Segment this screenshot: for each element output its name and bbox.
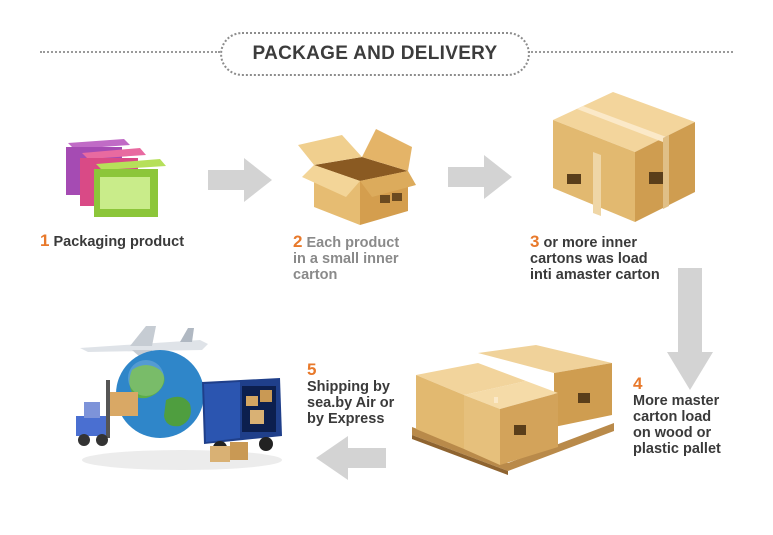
shipping-illustration <box>76 326 282 470</box>
master-carton-illustration <box>553 92 695 222</box>
step-2-line-2: in a small inner <box>293 251 399 267</box>
step-4-line-3: on wood or <box>633 425 712 441</box>
step-5-line-1: Shipping by <box>307 379 390 395</box>
step-3-line-1: or more inner <box>543 235 637 251</box>
forklift-icon <box>76 380 138 446</box>
packaging-product-illustration <box>66 139 166 217</box>
step-4-line-2: carton load <box>633 409 712 425</box>
arrow-right-1 <box>208 158 272 202</box>
title-badge: PACKAGE AND DELIVERY <box>220 32 530 76</box>
arrow-right-2 <box>448 155 512 199</box>
pallet-cartons-illustration <box>412 345 614 475</box>
step-5-line-2: sea.by Air or <box>307 395 395 411</box>
arrow-down <box>667 268 713 390</box>
step-4-label: 4 More master carton load on wood or pla… <box>633 374 721 457</box>
step-2-line-1: Each product <box>306 235 400 251</box>
step-1-label: 1 Packaging product <box>40 231 185 250</box>
step-2-number: 2 <box>293 232 303 251</box>
step-3-label: 3 or more inner cartons was load inti am… <box>530 232 660 283</box>
truck-icon <box>202 378 282 455</box>
step-3-number: 3 <box>530 232 540 251</box>
arrow-left <box>316 436 386 480</box>
header-right-dotted-line <box>528 51 733 53</box>
step-3-line-2: cartons was load <box>530 251 648 267</box>
step-5-label: 5 Shipping by sea.by Air or by Express <box>307 360 395 427</box>
step-5-line-3: by Express <box>307 411 385 427</box>
open-carton-illustration <box>298 129 416 225</box>
step-3-line-3: inti amaster carton <box>530 267 660 283</box>
step-5-number: 5 <box>307 360 317 379</box>
step-4-number: 4 <box>633 374 643 393</box>
step-2-label: 2 Each product in a small inner carton <box>293 232 400 283</box>
step-1-line-1: Packaging product <box>53 234 185 250</box>
step-1-number: 1 <box>40 231 50 250</box>
page-title: PACKAGE AND DELIVERY <box>252 43 498 64</box>
step-4-line-1: More master <box>633 393 720 409</box>
step-2-line-3: carton <box>293 267 338 283</box>
header-left-dotted-line <box>40 51 220 53</box>
step-4-line-4: plastic pallet <box>633 441 721 457</box>
